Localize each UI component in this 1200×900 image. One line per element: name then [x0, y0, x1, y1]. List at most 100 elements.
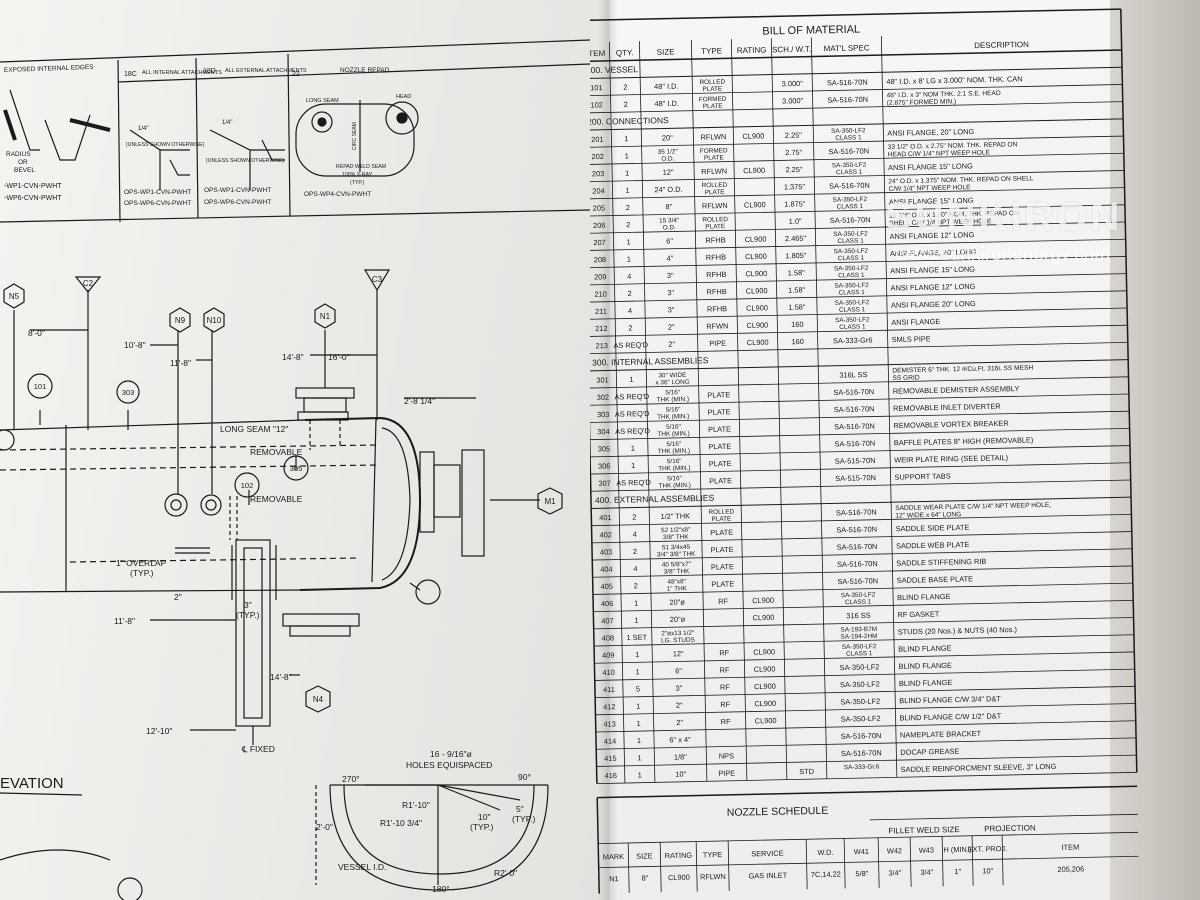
- bom-cell: 3/8" THK: [663, 534, 689, 542]
- bom-cell: 206: [593, 221, 606, 230]
- dimension-label: 8'-0": [28, 328, 45, 338]
- saddle-label: (TYP.): [512, 814, 536, 824]
- dimension-label: 2": [174, 592, 182, 602]
- nozzle-cell: 10": [982, 866, 993, 875]
- bom-cell: PLATE: [705, 189, 725, 196]
- bom-cell: BLIND FLANGE C/W 1/2" D&T: [900, 711, 1002, 722]
- tag-label: N5: [9, 292, 20, 301]
- tag-label: N10: [207, 316, 222, 325]
- detail-code: OPS-WP6-CVN-PWHT: [124, 200, 191, 207]
- table-rule: [593, 599, 1134, 613]
- table-rule: [590, 101, 1123, 114]
- bom-cell: 303: [597, 410, 610, 419]
- bom-cell: SA-350-LF2: [835, 316, 870, 324]
- nozzle-header: W42: [887, 846, 902, 855]
- bom-cell: FORMED: [700, 147, 728, 155]
- bom-header: QTY.: [616, 48, 634, 57]
- table-rule: [594, 651, 1135, 664]
- bom-cell: 1: [625, 151, 629, 160]
- bom-cell: (2.875" FORMED MIN.): [887, 98, 957, 106]
- bom-cell: CL900: [755, 716, 777, 725]
- detail-code: OPS-WP4-CVN-PWHT: [304, 191, 371, 198]
- detail-number: 22: [292, 71, 300, 78]
- bom-cell: CLASS 1: [837, 237, 864, 245]
- detail-code: OPS-WP1-CVN-PWHT: [124, 189, 191, 196]
- table-rule: [598, 831, 1139, 844]
- table-rule: [596, 797, 600, 894]
- table-rule: [1120, 9, 1138, 773]
- nozzle-cell: GAS INLET: [748, 871, 787, 881]
- bom-cell: 3": [667, 288, 674, 297]
- table-rule: [592, 582, 1133, 595]
- bom-cell: 412: [603, 702, 616, 711]
- bom-cell: 5/16": [666, 406, 681, 413]
- table-rule: [909, 837, 912, 888]
- table-rule: [590, 290, 1127, 303]
- bom-cell: 3/8" THK: [664, 568, 690, 576]
- table-rule: [770, 38, 788, 780]
- table-rule: [590, 8, 1121, 22]
- bom-cell: 1 SET: [627, 633, 648, 642]
- bom-cell: 1: [635, 650, 639, 659]
- bom-cell: PLATE: [711, 545, 734, 554]
- left-page: [0, 0, 610, 900]
- bom-cell: CL900: [754, 699, 776, 708]
- bom-cell: 306: [598, 461, 611, 470]
- nozzle-cell: 3/4": [920, 868, 933, 877]
- bom-cell: RFHB: [706, 270, 726, 279]
- bom-cell: 201: [591, 135, 604, 144]
- bom-cell: ANSI FLANGE 15" LONG: [888, 161, 973, 172]
- bom-cell: RF GASKET: [897, 609, 940, 619]
- bom-cell: ROLLED: [702, 182, 728, 190]
- bom-cell: 5/16": [665, 389, 680, 396]
- bom-cell: 208: [594, 255, 607, 264]
- bom-cell: 2: [633, 547, 637, 556]
- bom-cell: SA-516-70N: [830, 215, 871, 225]
- bom-header: MAT'L SPEC: [823, 43, 869, 53]
- table-rule: [591, 513, 1132, 527]
- bom-cell: 207: [593, 238, 606, 247]
- bom-cell: SUPPORT TABS: [894, 472, 950, 482]
- bom-cell: 2.75": [785, 148, 803, 157]
- bom-cell: CL900: [753, 647, 775, 656]
- bom-cell: SADDLE WEAR PLATE C/W 1/4" NPT WEEP HOLE…: [895, 502, 1051, 512]
- nozzle-cell: 205,206: [1057, 864, 1084, 874]
- bom-cell: 48" I.D.: [654, 82, 679, 92]
- bom-cell: STD: [799, 767, 814, 776]
- bom-cell: 24" O.D.: [654, 185, 682, 195]
- bom-title: BILL OF MATERIAL: [762, 24, 860, 38]
- bom-cell: 1: [627, 255, 631, 264]
- bom-cell: THK (MIN.): [658, 482, 690, 490]
- bom-cell: SS GRID: [892, 374, 919, 382]
- bom-cell: 4: [627, 272, 631, 281]
- bom-cell: 1: [625, 169, 629, 178]
- bom-cell: RFHB: [705, 235, 725, 244]
- bom-cell: SADDLE STIFFENING RIB: [896, 557, 986, 568]
- table-rule: [590, 341, 1128, 355]
- bom-cell: CL900: [752, 596, 774, 605]
- nozzle-header: MARK: [603, 852, 625, 861]
- bom-cell: 1: [629, 375, 633, 384]
- detail-dim: 1/4": [138, 126, 148, 132]
- tag-label: N4: [313, 695, 324, 704]
- bom-cell: SA-350-LF2: [840, 679, 880, 689]
- bom-cell: 5/16": [666, 441, 681, 448]
- dimension-label: (TYP.): [130, 568, 154, 578]
- bom-cell: 3/4" 3/8" THK: [657, 551, 696, 559]
- bom-cell: 1" THK: [667, 585, 688, 592]
- tag-label: N1: [320, 312, 331, 321]
- bom-cell: SA-350-LF2: [831, 127, 866, 135]
- bom-section-title: 200. CONNECTIONS: [590, 115, 669, 127]
- bom-cell: RF: [719, 648, 730, 657]
- bom-cell: SMLS PIPE: [892, 334, 931, 344]
- bom-cell: SA-516-70N: [837, 576, 878, 586]
- bom-cell: 2.465": [785, 234, 807, 243]
- nozzle-cell: 8": [641, 874, 648, 883]
- bom-cell: 1: [626, 237, 630, 246]
- bom-cell: PLATE: [711, 562, 734, 571]
- bom-header: ITEM: [590, 49, 606, 58]
- bom-cell: SADDLE WEB PLATE: [896, 540, 970, 551]
- bom-cell: SA-350-LF2: [834, 282, 869, 290]
- bom-cell: PLATE: [703, 103, 723, 110]
- bom-cell: 2: [626, 220, 630, 229]
